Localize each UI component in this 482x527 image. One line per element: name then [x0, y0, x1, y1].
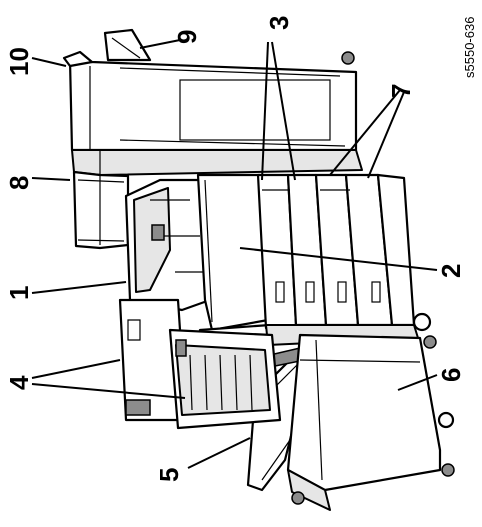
output-tray [124, 178, 212, 312]
callout-5: 5 [154, 468, 184, 482]
finisher-unit [62, 28, 391, 250]
callout-10: 10 [4, 47, 34, 76]
callouts: 1 2 3 4 5 6 7 8 9 10 [4, 16, 466, 482]
callout-6: 6 [436, 368, 466, 382]
callout-3: 3 [264, 16, 294, 30]
paper-trays [256, 173, 437, 349]
duplex-unit [118, 298, 282, 430]
leader-lines [31, 39, 438, 469]
callout-9: 9 [172, 30, 202, 44]
callout-1: 1 [4, 286, 34, 300]
callout-4: 4 [4, 375, 34, 390]
callout-7: 7 [386, 84, 416, 98]
callout-2: 2 [436, 264, 466, 278]
figure-id: s5550-636 [462, 17, 477, 78]
high-capacity-feeder [286, 333, 455, 511]
callout-8: 8 [4, 176, 34, 190]
